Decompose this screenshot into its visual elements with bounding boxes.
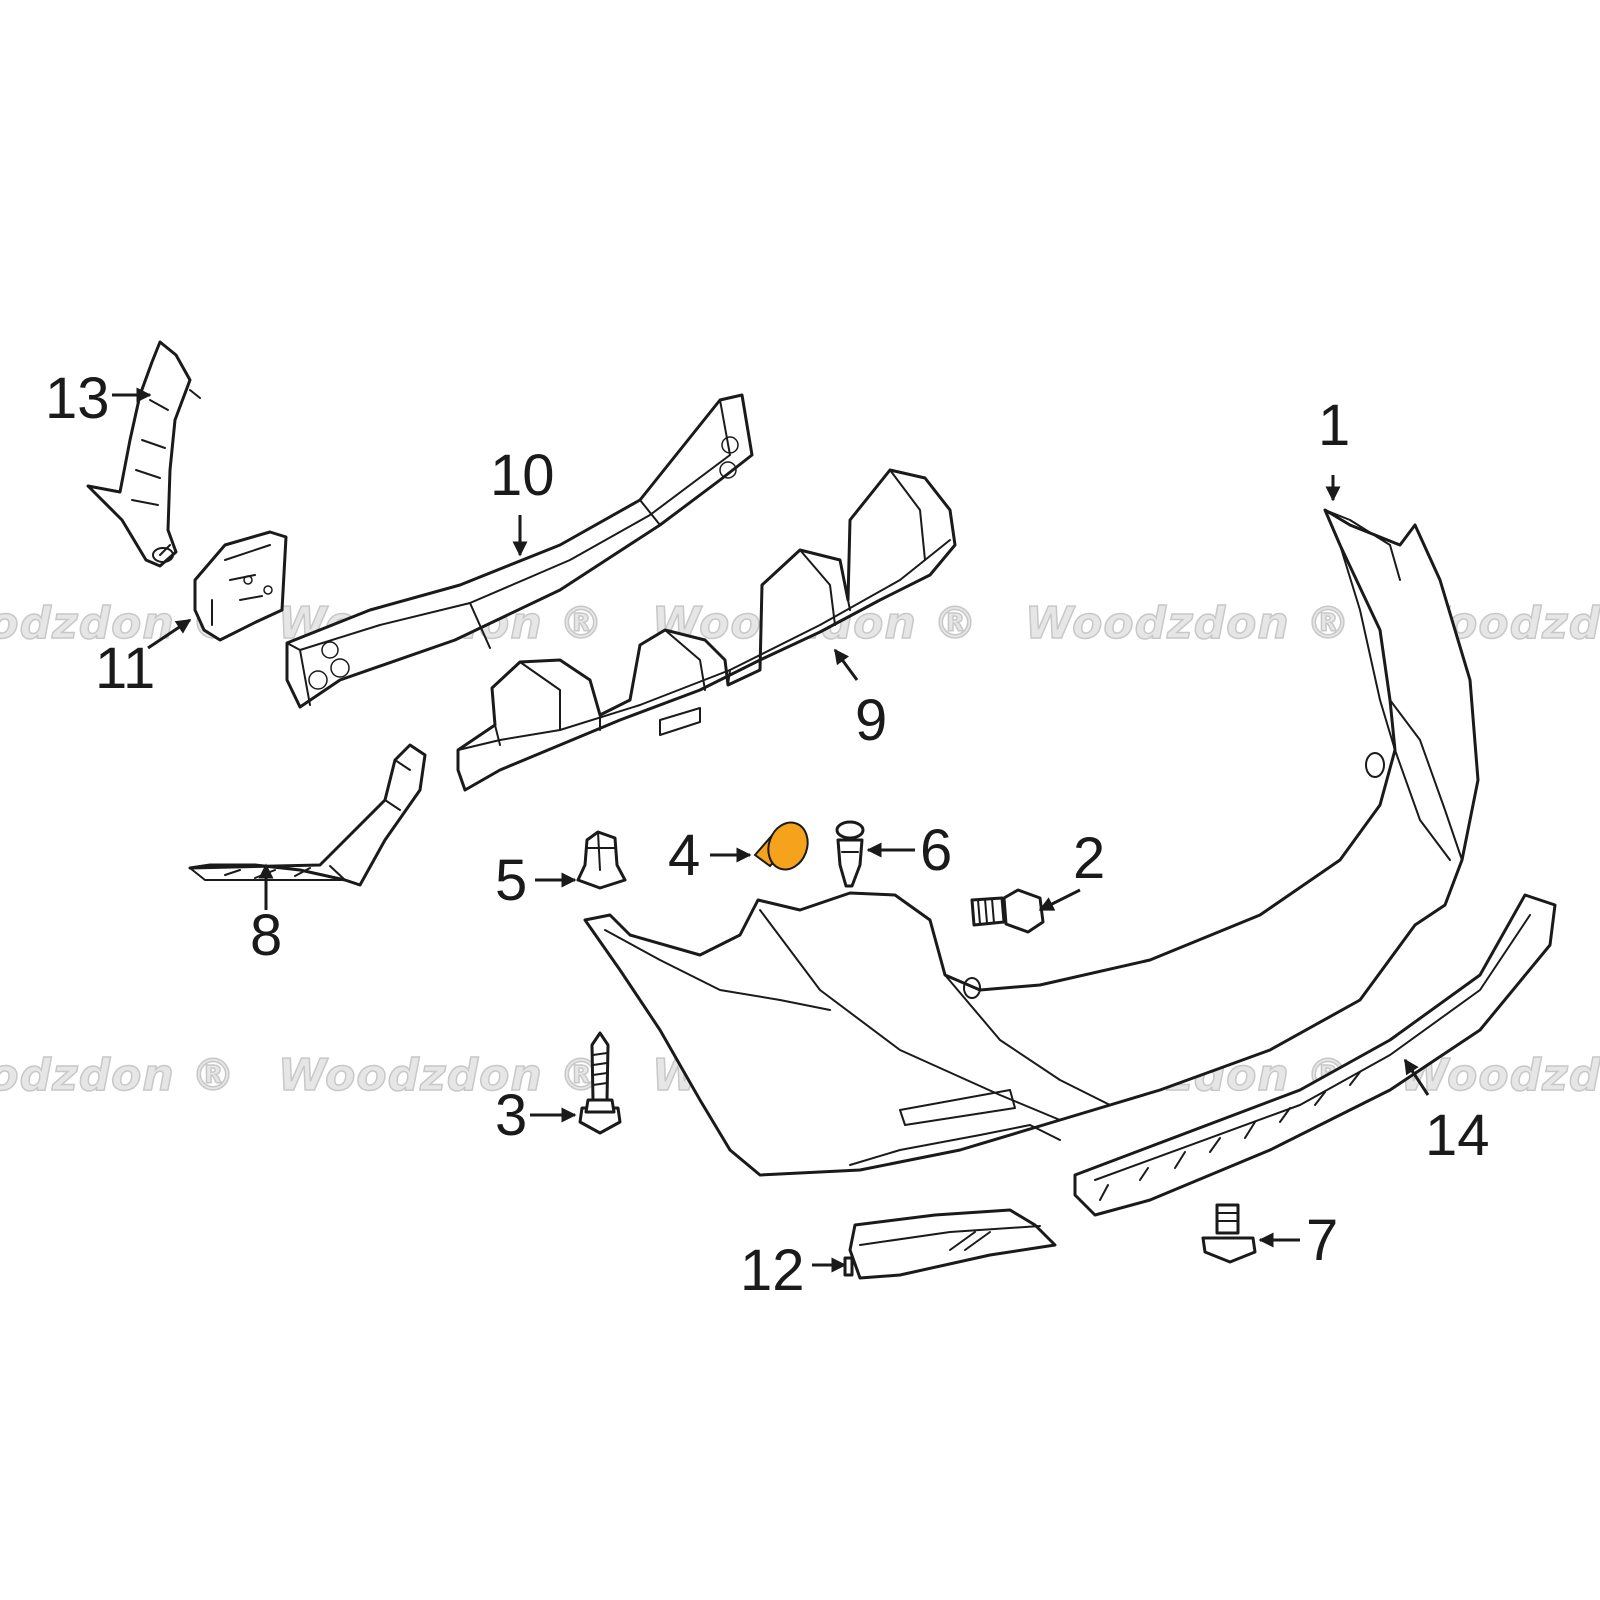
part-7-small-bolt bbox=[1201, 1203, 1257, 1264]
watermark: Woodzdon ® bbox=[1400, 1050, 1600, 1101]
callout-3: 3 bbox=[495, 1083, 527, 1148]
part-5-clip-nut bbox=[576, 830, 627, 890]
callout-leaders bbox=[112, 387, 1430, 1273]
part-9-energy-absorber bbox=[456, 468, 957, 792]
callout-5: 5 bbox=[495, 848, 527, 913]
part-1-bumper-cover bbox=[583, 508, 1480, 1177]
part-12-reflector bbox=[843, 1208, 1057, 1280]
callout-9: 9 bbox=[855, 688, 887, 753]
leader-2 bbox=[1038, 888, 1081, 912]
leader-9 bbox=[833, 648, 859, 681]
callout-10: 10 bbox=[490, 443, 555, 508]
part-2-bolt bbox=[970, 888, 1045, 934]
watermark: Woodzdon ® bbox=[0, 1050, 236, 1101]
part-13-bracket bbox=[86, 340, 201, 568]
part-3-long-bolt bbox=[578, 1031, 622, 1135]
leader-11 bbox=[147, 618, 192, 650]
callout-13: 13 bbox=[45, 366, 110, 431]
callout-numbers: 1 2 3 4 5 6 7 8 9 10 11 12 13 14 bbox=[45, 366, 1490, 1303]
part-4-head bbox=[767, 821, 809, 871]
part-6-push-rivet bbox=[835, 820, 865, 888]
callout-2: 2 bbox=[1073, 826, 1105, 891]
callout-6: 6 bbox=[920, 818, 952, 883]
callout-12: 12 bbox=[740, 1238, 805, 1303]
part-4-push-pin-highlighted bbox=[753, 821, 809, 871]
watermark: Woodzdon ® bbox=[278, 1050, 604, 1101]
callout-4: 4 bbox=[668, 823, 700, 888]
part-11-bracket bbox=[193, 530, 288, 642]
callout-14: 14 bbox=[1425, 1103, 1490, 1168]
callout-7: 7 bbox=[1306, 1208, 1338, 1273]
part-14-step-pad bbox=[1073, 893, 1557, 1217]
watermark: Woodzdon ® bbox=[1025, 598, 1351, 649]
callout-11: 11 bbox=[95, 636, 155, 701]
part-10-reinforcement-beam bbox=[285, 393, 754, 709]
leader-14 bbox=[1403, 1058, 1430, 1096]
callout-1: 1 bbox=[1318, 393, 1350, 458]
callout-8: 8 bbox=[250, 903, 282, 968]
part-8-side-bracket bbox=[188, 743, 427, 887]
